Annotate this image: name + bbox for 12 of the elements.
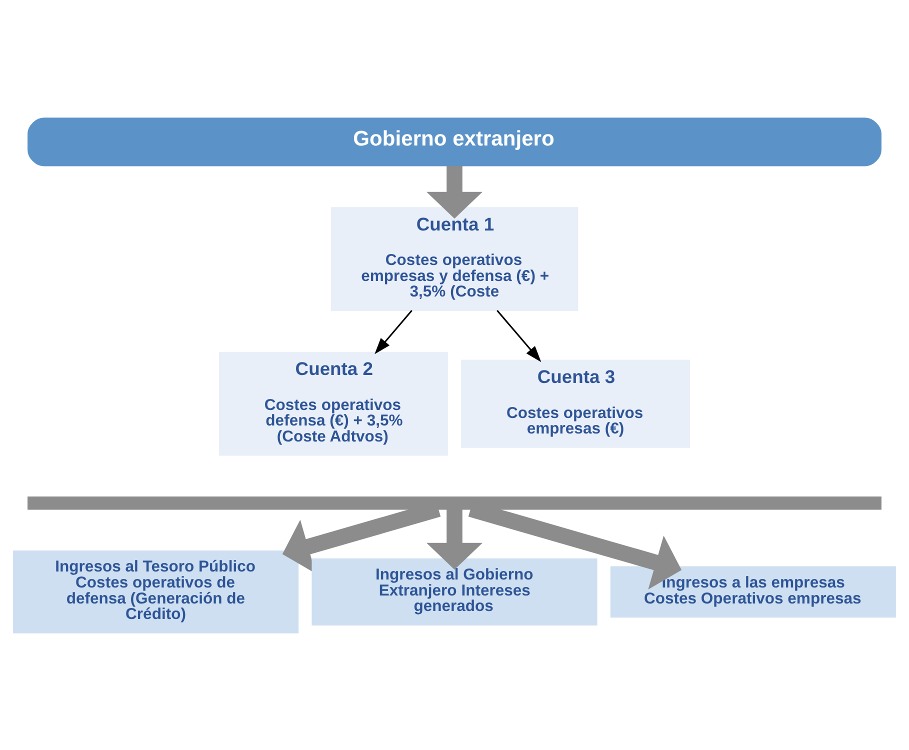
node-box: Cuenta 2 Costes operativos defensa (€) + 3,5% (Coste Adtvos) [218,351,448,456]
arrow [426,165,483,218]
node-bar [28,496,882,510]
node-box: Gobierno extranjero [28,117,882,166]
node-box: Cuenta 1 Costes operativos empresas y defensa (€) + 3,5% (Coste [330,206,578,311]
arrow [426,508,483,570]
node-box: Cuenta 3 Costes operativos empresas (€) [461,359,690,448]
arrow [496,309,542,362]
node-box: Ingresos al Gobierno Extranjero Intereses generados [312,558,598,625]
arrow [374,309,412,354]
node-box: Ingresos a las empresas Costes Operativos empresas [610,566,896,618]
node-box: Ingresos al Tesoro Público Costes operativos de defensa (Generación de Crédito) [13,550,299,633]
